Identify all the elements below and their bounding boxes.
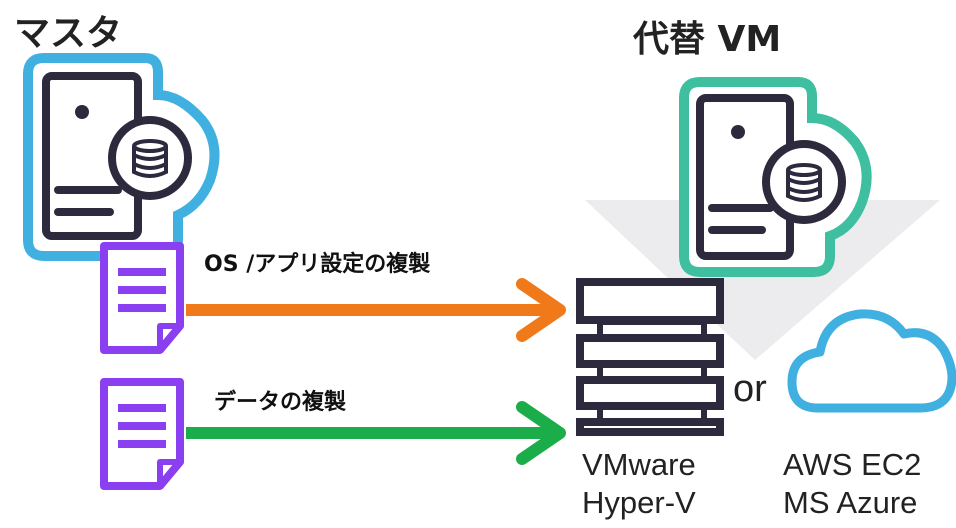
merge-funnel xyxy=(585,200,940,360)
cloud-platform-label: AWS EC2 MS Azure xyxy=(783,446,921,522)
data-document-icon xyxy=(100,378,184,490)
master-title: マスタ xyxy=(14,13,123,54)
on-premise-platform-label: VMware Hyper-V xyxy=(582,446,696,522)
cloud-icon xyxy=(787,309,956,413)
platform-hyper-v: Hyper-V xyxy=(582,485,696,520)
replacement-vm-title: 代替 VM xyxy=(633,19,782,60)
os-replication-label: OS /アプリ設定の複製 xyxy=(204,252,431,277)
platform-aws-ec2: AWS EC2 xyxy=(783,447,922,482)
data-replication-label: データの複製 xyxy=(214,390,347,415)
os-replication-arrow xyxy=(186,278,566,342)
platform-ms-azure: MS Azure xyxy=(783,485,918,520)
host-rack-icon xyxy=(576,278,724,436)
or-connector: or xyxy=(733,368,767,410)
os-document-icon xyxy=(100,242,184,354)
master-server-icon xyxy=(23,53,220,261)
platform-vmware: VMware xyxy=(582,447,696,482)
replacement-server-icon xyxy=(679,77,872,277)
data-replication-arrow xyxy=(186,401,566,465)
